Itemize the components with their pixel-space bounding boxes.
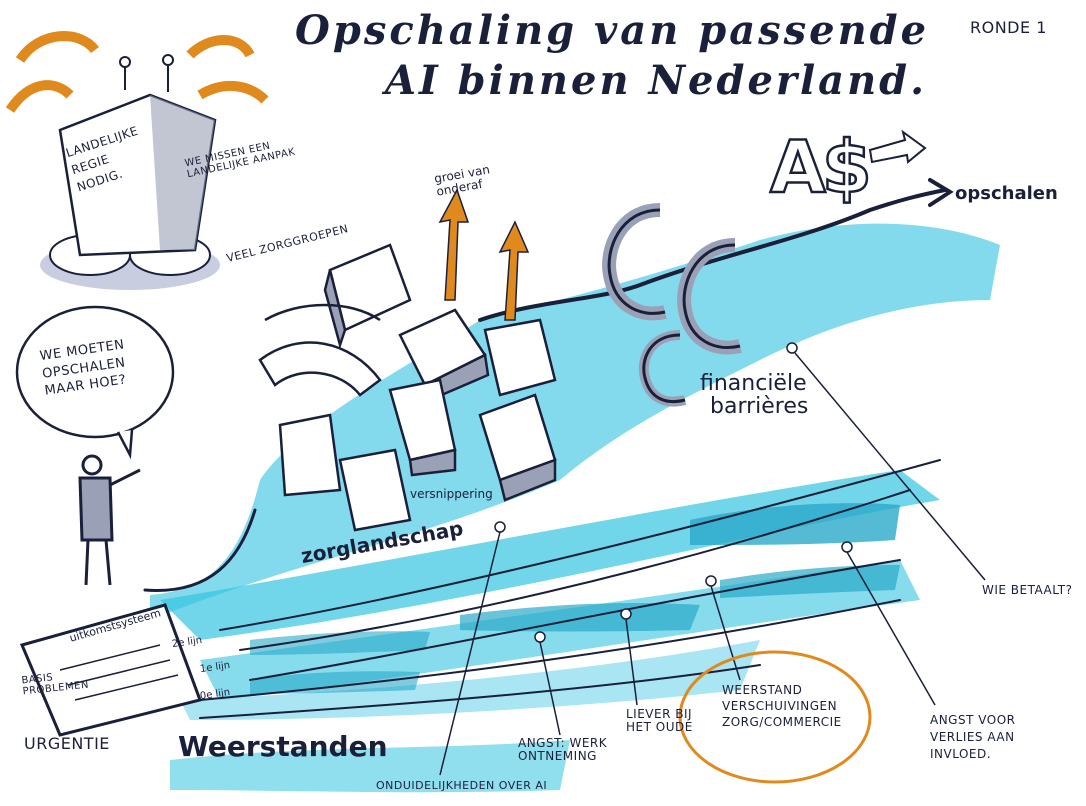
- barrieres-line: barrières: [710, 394, 809, 420]
- label-opschalen: opschalen: [955, 183, 1058, 204]
- callout-lines: [439, 342, 986, 776]
- label-urgentie: URGENTIE: [24, 734, 110, 753]
- invloed-line: INVLOED.: [930, 746, 992, 761]
- national-building: [5, 31, 269, 290]
- title-line-1: Opschaling van passende: [295, 7, 930, 54]
- label-onduidelijkheden: ONDUIDELIJKHEDEN OVER AI: [376, 779, 548, 792]
- label-financiele-barrieres: financiële barrières: [700, 372, 808, 418]
- care-group-blocks: [258, 243, 557, 532]
- angst-werk-line: ANGST: WERK: [518, 736, 608, 750]
- euro-symbols: [602, 203, 742, 407]
- oude-line: HET OUDE: [626, 719, 693, 734]
- label-angst-werk: ANGST: WERK ONTNEMING: [518, 737, 607, 762]
- round-label: RONDE 1: [970, 18, 1047, 37]
- pointing-person: [78, 454, 141, 586]
- angst-voor-line: ANGST VOOR: [930, 713, 1016, 727]
- label-weerstanden: Weerstanden: [178, 730, 388, 763]
- verschuivingen-line: VERSCHUIVINGEN: [722, 699, 838, 714]
- label-weerstand-verschuivingen: WEERSTAND VERSCHUIVINGEN ZORG/COMMERCIE: [722, 682, 842, 731]
- landscape-water: [150, 223, 1000, 793]
- liever-line: LIEVER BIJ: [626, 707, 693, 721]
- label-versnippering: versnippering: [410, 487, 493, 501]
- financiele-line: financiële: [700, 371, 807, 396]
- weerstand-line: WEERSTAND: [722, 683, 803, 697]
- label-angst-verlies: ANGST VOOR VERLIES AAN INVLOED.: [930, 712, 1015, 762]
- speech-bubble: [15, 305, 175, 460]
- ontneming-line: ONTNEMING: [518, 748, 597, 763]
- landscape-lines: [143, 178, 954, 719]
- label-wie-betaalt: WIE BETAALT?: [982, 583, 1073, 597]
- highlight-circle: [678, 650, 872, 784]
- zorg-commercie-line: ZORG/COMMERCIE: [722, 715, 842, 730]
- document-sketch: [19, 603, 202, 737]
- dollar-arrow: [868, 129, 927, 164]
- label-liever-bij-het-oude: LIEVER BIJ HET OUDE: [626, 708, 693, 733]
- title-line-2: AI binnen Nederland.: [385, 57, 928, 104]
- verlies-line: VERLIES AAN: [930, 729, 1015, 744]
- ai-dollar-symbol: A$: [769, 125, 873, 209]
- growth-arrows: [438, 188, 530, 321]
